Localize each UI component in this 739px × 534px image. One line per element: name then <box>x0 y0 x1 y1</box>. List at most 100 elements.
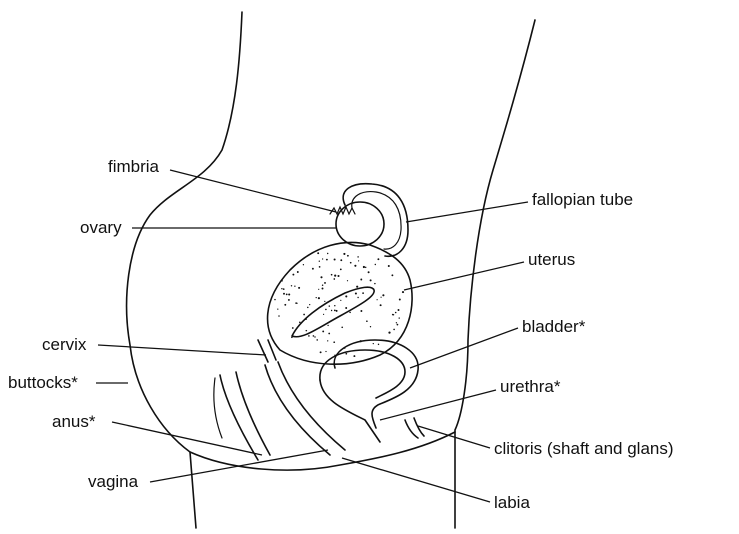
stipple-dot <box>317 252 319 254</box>
label-clitoris: clitoris (shaft and glans) <box>494 439 674 458</box>
stipple-dot <box>339 295 340 296</box>
label-labia: labia <box>494 493 530 512</box>
stipple-dot <box>334 354 335 355</box>
stipple-dot <box>327 340 328 341</box>
stipple-dot <box>320 351 322 353</box>
stipple-dot <box>388 265 390 267</box>
stipple-dot <box>341 326 343 328</box>
labia-leader <box>342 458 490 502</box>
stipple-dot <box>398 309 400 311</box>
stipple-dot <box>340 269 342 271</box>
stipple-dot <box>281 288 282 289</box>
label-anus: anus* <box>52 412 96 431</box>
stipple-dot <box>328 333 330 335</box>
stipple-dot <box>291 285 292 286</box>
stipple-dot <box>297 271 299 273</box>
stipple-dot <box>274 299 275 300</box>
stipple-dot <box>324 282 326 284</box>
stipple-dot <box>368 271 370 273</box>
stipple-dot <box>329 305 330 306</box>
stipple-dot <box>334 305 335 306</box>
label-fimbria: fimbria <box>108 157 160 176</box>
stipple-dot <box>345 295 347 297</box>
urethra-leader <box>380 390 496 420</box>
stipple-dot <box>327 253 328 254</box>
stipple-dot <box>350 262 352 264</box>
stipple-dot <box>294 286 295 287</box>
stipple-dot <box>283 288 285 290</box>
stipple-dot <box>334 258 336 260</box>
stipple-dot <box>303 314 305 316</box>
bladder-inner <box>320 350 405 398</box>
stipple-dot <box>324 301 325 302</box>
stipple-dot <box>356 286 358 288</box>
stipple-dot <box>319 261 320 262</box>
stipple-dot <box>375 264 376 265</box>
stipple-dot <box>345 353 347 355</box>
stipple-dot <box>308 335 310 337</box>
label-urethra: urethra* <box>500 377 561 396</box>
stipple-dot <box>322 330 324 332</box>
stipple-dot <box>313 335 315 337</box>
buttock-fold <box>214 378 222 438</box>
vagina-leader <box>150 450 328 482</box>
stipple-dot <box>331 274 333 276</box>
stipple-dot <box>306 330 308 332</box>
stipple-dot <box>323 314 324 315</box>
stipple-dot <box>380 297 381 298</box>
stipple-dot <box>303 264 304 265</box>
stipple-dot <box>366 320 368 322</box>
ovary-shape <box>336 202 384 246</box>
stipple-dot <box>322 258 323 259</box>
stipple-dot <box>392 314 394 316</box>
stipple-dot <box>370 279 372 281</box>
stipple-dot <box>334 310 336 312</box>
stipple-dot <box>373 343 374 344</box>
stipple-dot <box>363 266 365 268</box>
stipple-dot <box>357 256 359 258</box>
cervix-shape <box>258 340 276 362</box>
stipple-dot <box>347 280 348 281</box>
stipple-dot <box>337 275 339 277</box>
stipple-dot <box>327 325 328 326</box>
stipple-dot <box>320 276 322 278</box>
stipple-dot <box>402 291 404 293</box>
stipple-dot <box>397 324 399 326</box>
stipple-dot <box>333 341 335 343</box>
stipple-dot <box>345 307 347 309</box>
stipple-dot <box>365 267 366 268</box>
stipple-dot <box>393 329 395 331</box>
uterine-cavity <box>292 287 374 337</box>
stipple-dot <box>343 253 345 255</box>
stipple-dot <box>334 275 336 277</box>
stipple-dot <box>382 294 384 296</box>
stipple-dot <box>314 336 315 337</box>
stipple-dot <box>354 265 356 267</box>
stipple-dot <box>331 310 332 311</box>
stipple-dot <box>377 258 379 260</box>
stipple-dot <box>380 304 382 306</box>
stipple-dot <box>344 347 346 349</box>
stipple-dot <box>360 340 362 342</box>
stipple-dot <box>399 299 401 301</box>
stipple-dot <box>288 299 290 301</box>
stipple-dot <box>378 344 379 345</box>
stipple-dot <box>336 310 338 312</box>
stipple-dot <box>396 322 397 323</box>
stipple-dot <box>288 293 290 295</box>
stipple-dot <box>292 274 294 276</box>
stipple-dot <box>391 274 393 276</box>
stipple-dot <box>299 322 301 324</box>
stipple-dot <box>291 336 293 338</box>
stipple-dot <box>281 280 283 282</box>
label-ovary: ovary <box>80 218 122 237</box>
stipple-dot <box>319 266 321 268</box>
stipple-dot <box>353 355 355 357</box>
stipple-dot <box>295 302 297 304</box>
label-fallopian-tube: fallopian tube <box>532 190 633 209</box>
stipple-dot <box>312 268 314 270</box>
cervix-leader <box>98 345 266 355</box>
stipple-dot <box>278 315 280 317</box>
stipple-dot <box>286 293 288 295</box>
